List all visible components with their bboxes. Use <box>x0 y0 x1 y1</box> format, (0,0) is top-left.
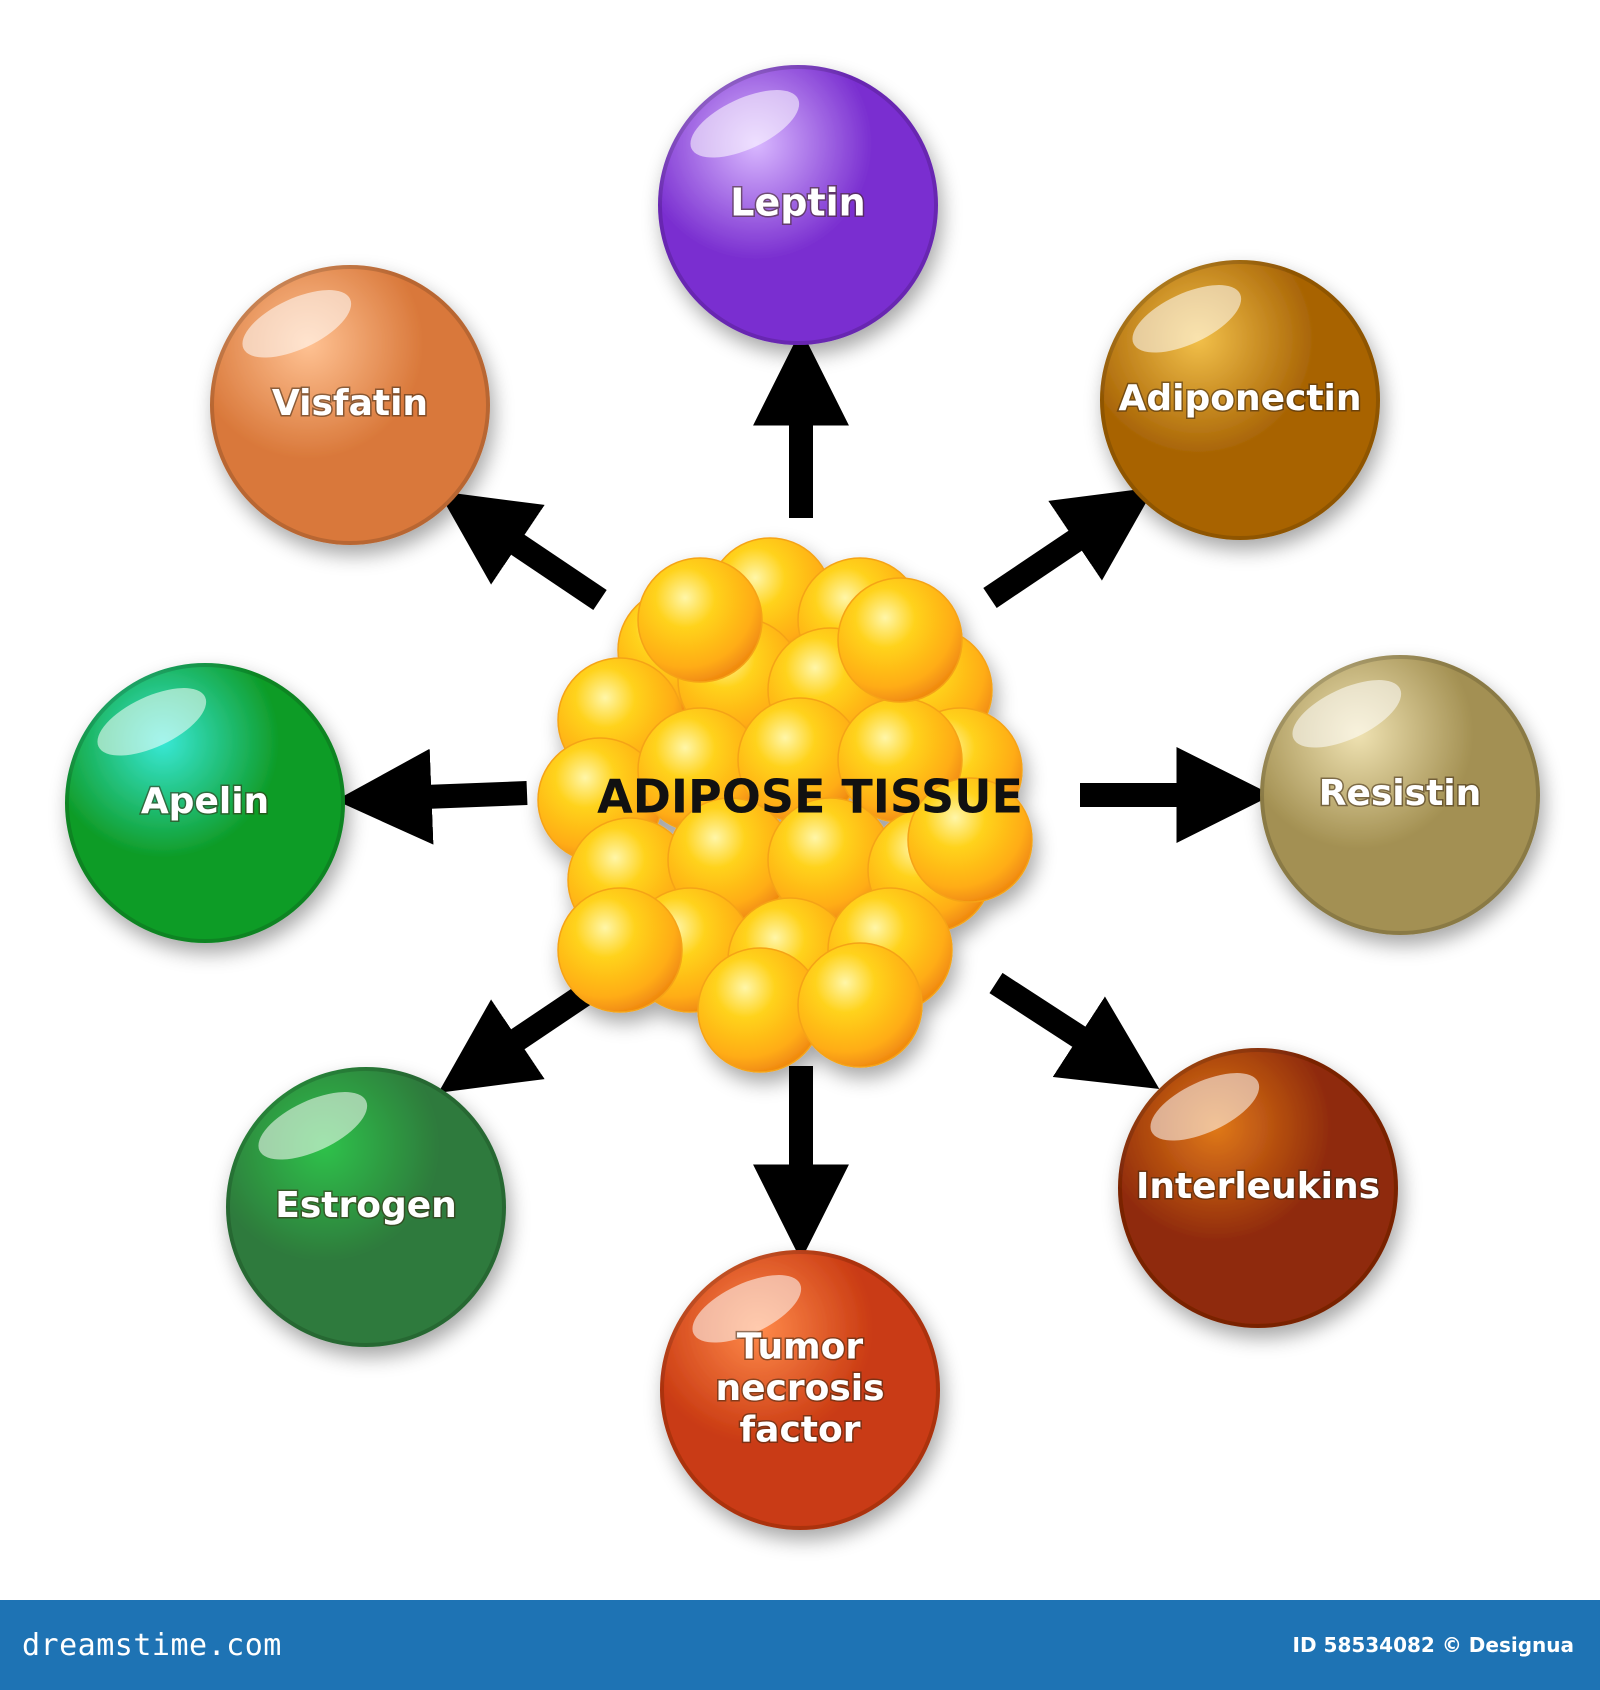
center-label: ADIPOSE TISSUE <box>597 770 1023 824</box>
sphere-estrogen <box>226 1067 506 1347</box>
adipose-tissue-cluster <box>537 537 1033 1073</box>
leptin-rim <box>658 65 938 345</box>
sphere-interleukins <box>1118 1048 1398 1328</box>
apelin-label: Apelin <box>141 781 269 822</box>
tumor-necrosis-factor-gloss <box>692 1275 802 1343</box>
arrow-to-adiponectin <box>983 487 1155 608</box>
tumor-necrosis-factor-label: factor <box>740 1409 861 1450</box>
arrow-to-visfatin <box>438 491 607 610</box>
adiponectin-gloss <box>1132 285 1242 353</box>
interleukins-rim <box>1118 1048 1398 1328</box>
fat-globule <box>907 777 1033 903</box>
visfatin-rim <box>210 265 490 545</box>
hormone-spheres: LeptinAdiponectinResistinInterleukinsTum… <box>65 65 1540 1530</box>
tumor-necrosis-factor-label: necrosis <box>715 1368 884 1409</box>
interleukins-gloss <box>1150 1073 1260 1141</box>
sphere-resistin <box>1260 655 1540 935</box>
tumor-necrosis-factor-label: Tumor <box>737 1327 863 1368</box>
tumor-necrosis-factor-rim <box>660 1250 940 1530</box>
resistin-gloss <box>1292 680 1402 748</box>
arrow-to-interleukins <box>989 972 1160 1089</box>
apelin-rim <box>65 663 345 943</box>
interleukins-label: Interleukins <box>1136 1166 1380 1207</box>
leptin-gloss <box>690 90 800 158</box>
adiponectin-rim <box>1100 260 1380 540</box>
sphere-adiponectin <box>1100 260 1380 540</box>
fat-globule <box>797 942 923 1068</box>
visfatin-gloss <box>242 290 352 358</box>
diagram-canvas: LeptinAdiponectinResistinInterleukinsTum… <box>65 65 1540 1530</box>
estrogen-rim <box>226 1067 506 1347</box>
footer-bar: dreamstime.com ID 58534082 © Designua <box>0 1600 1600 1690</box>
fat-globule <box>557 887 683 1013</box>
leptin-label: Leptin <box>730 181 865 225</box>
sphere-tumor-necrosis-factor <box>660 1250 940 1530</box>
resistin-rim <box>1260 655 1540 935</box>
estrogen-gloss <box>258 1092 368 1160</box>
fat-globule <box>837 577 963 703</box>
sphere-visfatin <box>210 265 490 545</box>
fat-globule <box>637 557 763 683</box>
sphere-leptin <box>658 65 938 345</box>
visfatin-label: Visfatin <box>272 383 428 424</box>
resistin-label: Resistin <box>1319 773 1482 814</box>
sphere-apelin <box>65 663 345 943</box>
estrogen-label: Estrogen <box>275 1185 457 1226</box>
adiponectin-label: Adiponectin <box>1118 378 1361 419</box>
arrow-to-apelin <box>335 748 528 845</box>
footer-site: dreamstime.com <box>22 1627 282 1663</box>
apelin-gloss <box>97 688 207 756</box>
footer-credit: ID 58534082 © Designua <box>1292 1633 1574 1657</box>
